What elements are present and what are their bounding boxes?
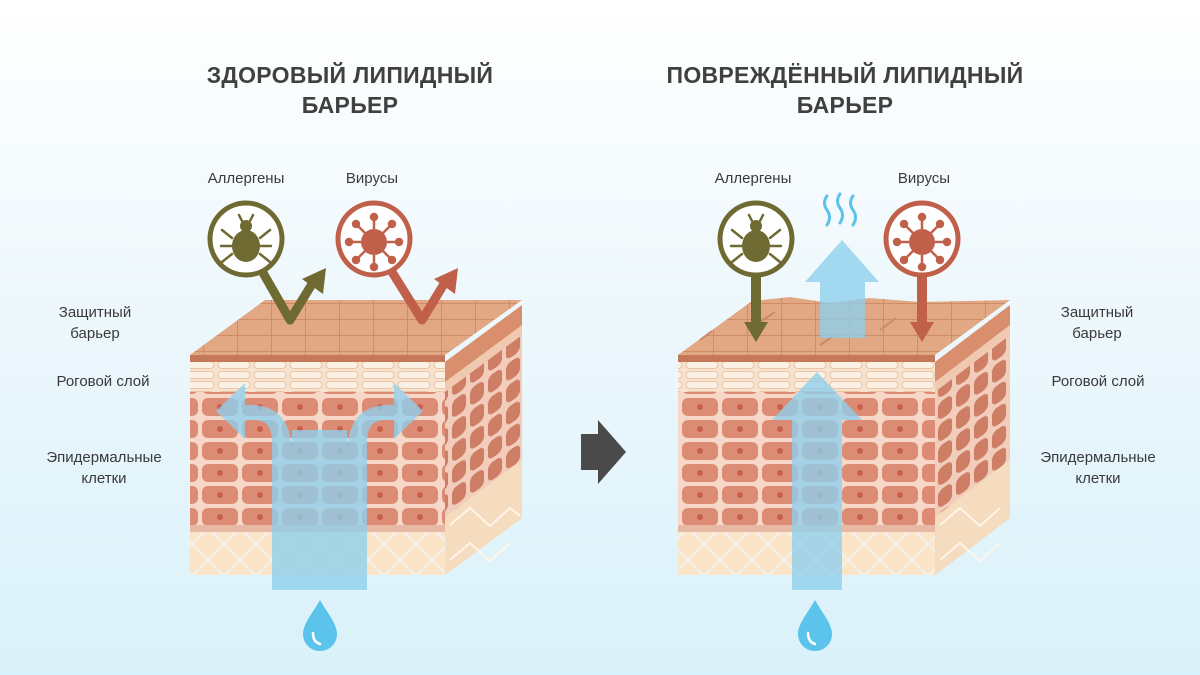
left-allergen-icon <box>207 200 285 278</box>
right-epidermal-label: Эпидермальные клетки <box>1018 447 1178 489</box>
right-epidermal-line2: клетки <box>1075 470 1121 487</box>
left-epidermal-label: Эпидермальные клетки <box>24 447 184 489</box>
right-title: ПОВРЕЖДЁННЫЙ ЛИПИДНЫЙ БАРЬЕР <box>620 60 1070 120</box>
left-water-drop-icon <box>303 600 337 651</box>
right-allergens-label: Аллергены <box>714 170 792 187</box>
next-arrow-icon <box>581 420 626 484</box>
right-allergen-penetrate-arrow <box>751 275 761 325</box>
left-title: ЗДОРОВЫЙ ЛИПИДНЫЙ БАРЬЕР <box>150 60 550 120</box>
right-barrier-line2: барьер <box>1072 325 1122 342</box>
left-stratum-label: Роговой слой <box>56 373 150 390</box>
left-epidermal-line1: Эпидермальные <box>46 449 162 466</box>
left-epidermal-line2: клетки <box>81 470 127 487</box>
left-virus-icon <box>335 200 413 278</box>
left-barrier-line2: барьер <box>70 325 120 342</box>
left-title-line2: БАРЬЕР <box>301 92 399 118</box>
right-stratum-label: Роговой слой <box>1051 373 1145 390</box>
left-barrier-label: Защитный барьер <box>30 302 160 344</box>
left-water-flow <box>216 383 423 590</box>
right-virus-icon <box>883 200 961 278</box>
right-water-flow <box>772 240 879 590</box>
right-title-line1: ПОВРЕЖДЁННЫЙ ЛИПИДНЫЙ <box>666 62 1024 88</box>
right-title-line2: БАРЬЕР <box>796 92 894 118</box>
left-allergens-label: Аллергены <box>207 170 285 187</box>
right-barrier-line1: Защитный <box>1060 304 1134 321</box>
left-title-line1: ЗДОРОВЫЙ ЛИПИДНЫЙ <box>206 62 494 88</box>
right-viruses-label: Вирусы <box>897 170 951 187</box>
right-barrier-label: Защитный барьер <box>1032 302 1162 344</box>
left-viruses-label: Вирусы <box>345 170 399 187</box>
right-allergen-icon <box>717 200 795 278</box>
right-virus-penetrate-arrow <box>917 275 927 325</box>
right-evaporation-icon <box>823 192 857 227</box>
right-epidermal-line1: Эпидермальные <box>1040 449 1156 466</box>
left-allergen-deflect-arrow <box>258 268 316 325</box>
left-virus-deflect-arrow <box>388 269 448 325</box>
left-barrier-line1: Защитный <box>58 304 132 321</box>
right-water-drop-icon <box>798 600 832 651</box>
right-skin-block <box>678 297 1010 575</box>
